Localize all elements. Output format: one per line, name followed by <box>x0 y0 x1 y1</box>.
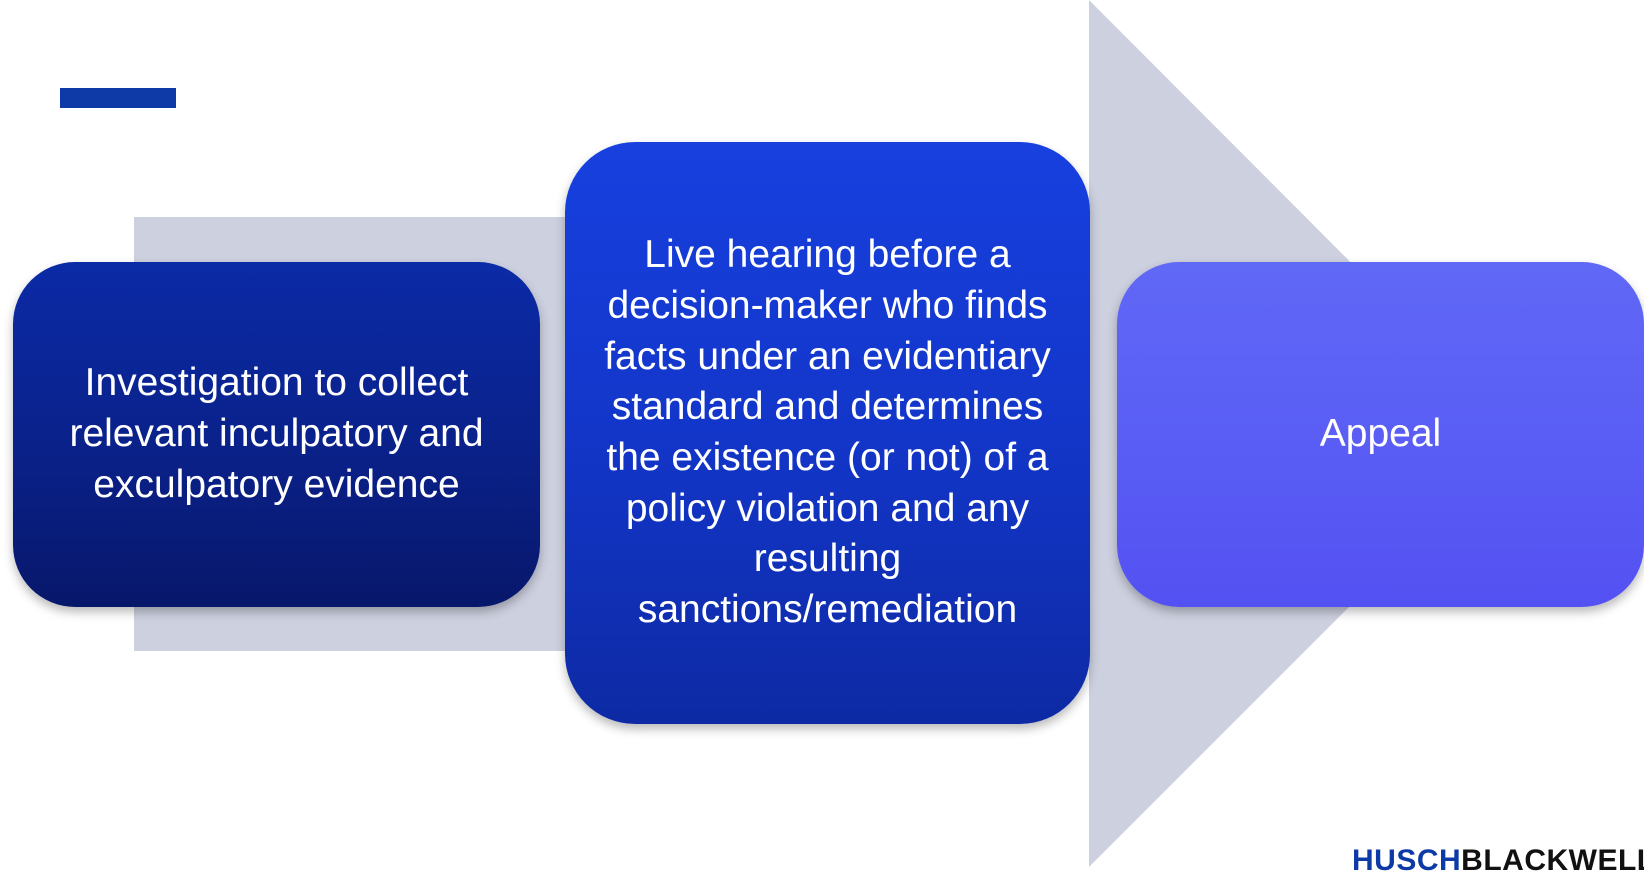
step-investigation-label: Investigation to collect relevant inculp… <box>69 361 484 506</box>
step-investigation: Investigation to collect relevant inculp… <box>13 262 540 607</box>
logo-part-1: HUSCH <box>1352 844 1462 877</box>
step-live-hearing-label: Live hearing before a decision-maker who… <box>604 233 1051 632</box>
step-live-hearing: Live hearing before a decision-maker who… <box>565 142 1090 724</box>
logo-part-2: BLACKWELL <box>1461 844 1644 877</box>
step-appeal: Appeal <box>1117 262 1644 607</box>
accent-bar <box>60 88 176 108</box>
step-appeal-label: Appeal <box>1319 412 1442 456</box>
husch-blackwell-logo: HUSCHBLACKWELL <box>1352 846 1644 876</box>
